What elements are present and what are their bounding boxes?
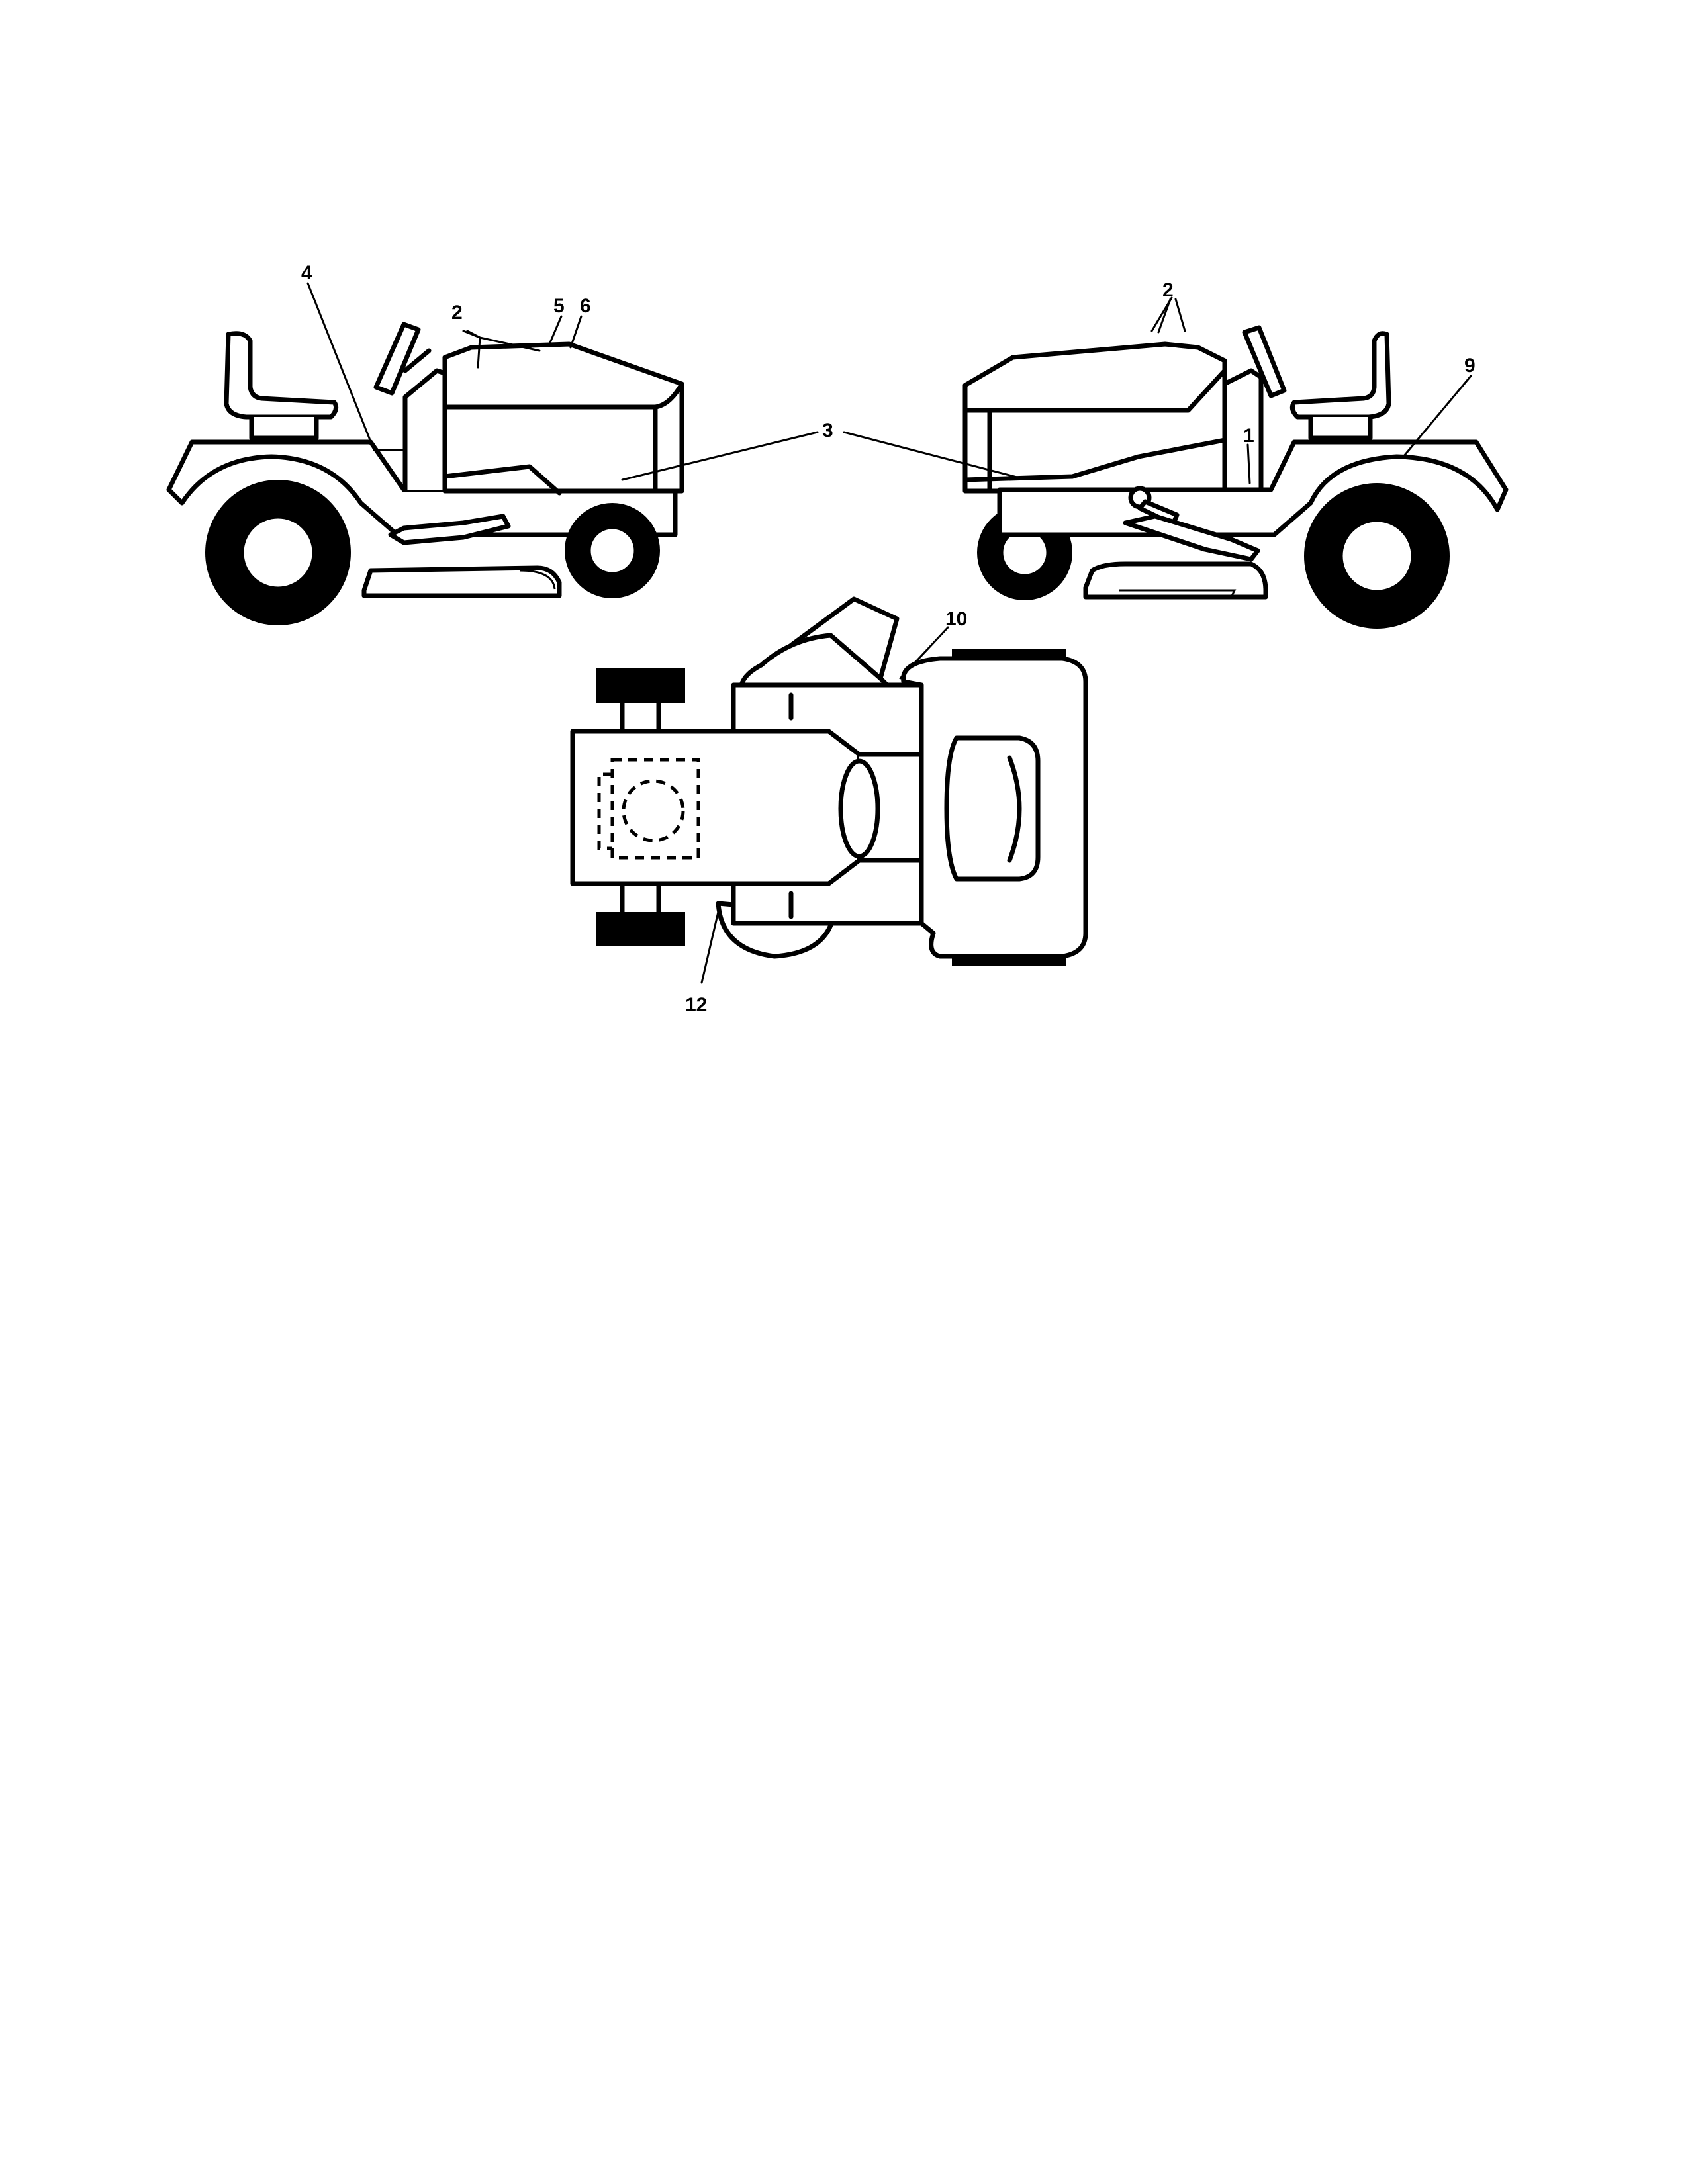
front-left-wheel-top [596, 668, 685, 703]
rear-right-wheel-top [952, 954, 1066, 966]
seat-support-right [1308, 414, 1373, 441]
mower-deck-left [361, 565, 562, 598]
steering-wheel-right [1242, 325, 1287, 398]
callout-6: 6 [580, 295, 591, 317]
callout-1: 1 [1243, 425, 1254, 447]
rear-left-wheel-top [952, 649, 1066, 660]
callout-4: 4 [301, 262, 312, 284]
seat-top [944, 735, 1041, 882]
tractor-right-side-view [962, 325, 1509, 629]
rear-fender [166, 439, 678, 537]
seat-support [249, 414, 319, 441]
tractor-left-side-view [166, 322, 684, 625]
footrest-frame [388, 514, 511, 545]
front-hub-left [586, 524, 639, 577]
callout-12: 12 [685, 994, 707, 1016]
steering-column-right [1222, 368, 1264, 492]
hood-top [570, 729, 862, 886]
seat-right [1289, 331, 1391, 420]
mower-deck-right [1083, 561, 1268, 600]
rear-hub-left [239, 514, 317, 592]
callout-10: 10 [945, 608, 967, 630]
steering-wheel-top [838, 758, 880, 859]
steering-column [402, 368, 449, 492]
callouts: 4 2 5 6 3 2 9 1 10 12 [301, 262, 1476, 1016]
tractor-top-view [570, 596, 1088, 966]
front-right-wheel-top [596, 912, 685, 946]
callout-3: 3 [822, 420, 833, 441]
rear-hub-right [1338, 517, 1416, 595]
engine-outline [610, 758, 700, 860]
mower-deck-top [739, 633, 890, 688]
callout-9: 9 [1464, 355, 1476, 377]
steering-wheel [373, 322, 421, 396]
hood [442, 341, 684, 494]
rear-fender-right [997, 439, 1509, 537]
callout-2-left: 2 [451, 302, 463, 324]
callout-2-right: 2 [1162, 279, 1174, 301]
leader-lines [306, 282, 1472, 984]
seat [224, 331, 339, 420]
footrest-right [1123, 514, 1260, 562]
callout-5: 5 [553, 295, 565, 317]
